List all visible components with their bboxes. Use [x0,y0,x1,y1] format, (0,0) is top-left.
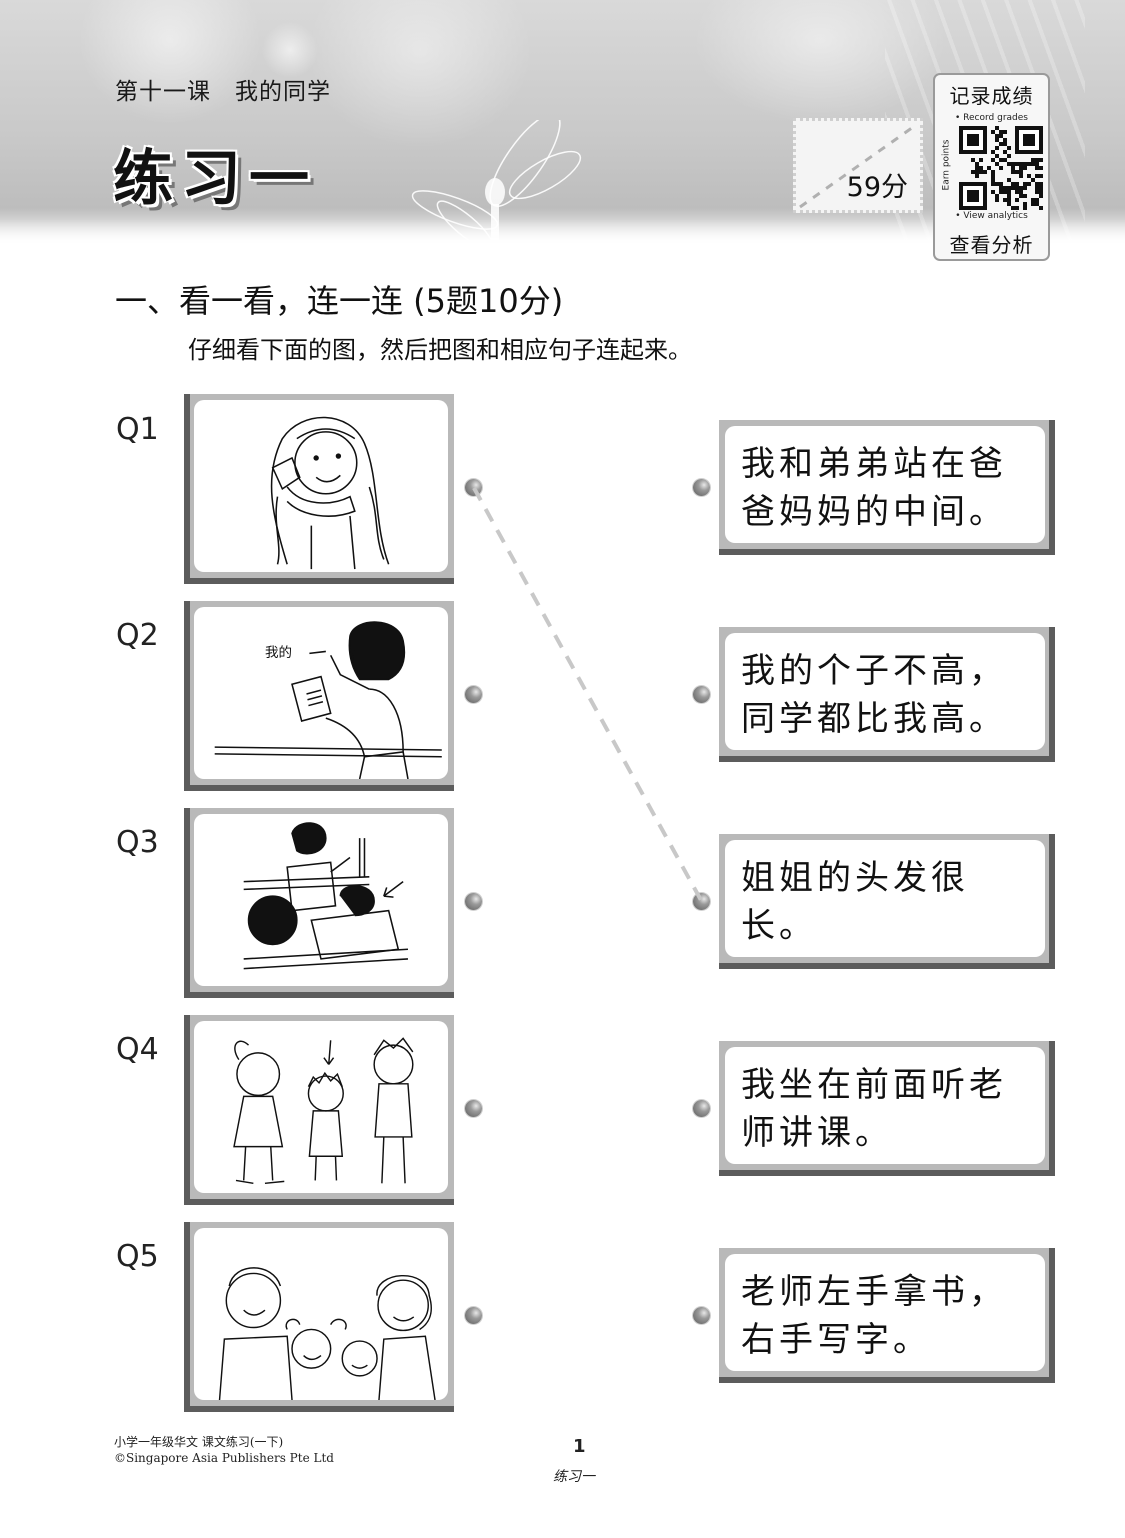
sentence-line: 师讲课。 [741,1113,893,1153]
sentence-connector-3[interactable] [693,893,710,910]
sentence-card-5: 老师左手拿书， 右手写字。 [719,1248,1055,1383]
sentence-connector-2[interactable] [693,686,710,703]
qr-record-label: 记录成绩 [949,84,1034,108]
sentence-line: 同学都比我高。 [741,699,1007,739]
family-illustration [218,1267,436,1400]
score-divider-line [799,123,917,209]
copyright: ©Singapore Asia Publishers Pte Ltd [114,1451,334,1465]
qr-view-analytics: • View analytics [955,211,1028,221]
question-label: Q5 [116,1239,159,1274]
question-label: Q1 [116,412,159,447]
sentence-connector-4[interactable] [693,1100,710,1117]
picture-connector-q5[interactable] [465,1307,482,1324]
picture-card-q1 [184,394,454,584]
sentence-line: 长。 [741,906,817,946]
score-stamp: 59分 [793,118,923,213]
qr-record-grades: • Record grades [955,113,1028,123]
sentence-line: 姐姐的头发很 [741,858,969,898]
picture-connector-q2[interactable] [465,686,482,703]
page-label: 练习一 [553,1469,595,1485]
section-instruction: 仔细看下面的图，然后把图和相应句子连起来。 [188,336,692,364]
sentence-connector-1[interactable] [693,479,710,496]
dashed-answer-line [472,487,704,903]
classroom-illustration [243,822,409,970]
sentence-card-1: 我和弟弟站在爸 爸妈妈的中间。 [719,420,1055,555]
sentence-line: 老师左手拿书， [741,1272,1007,1312]
svg-text:我的: 我的 [265,645,292,661]
score-value: 59分 [846,172,908,203]
footer-credits: 小学一年级华文 课文练习(一下) ©Singapore Asia Publish… [114,1434,334,1466]
picture-connector-q3[interactable] [465,893,482,910]
question-label: Q4 [116,1032,159,1067]
sentence-line: 爸妈妈的中间。 [741,492,1007,532]
picture-card-q3 [184,808,454,998]
picture-card-q4 [184,1015,454,1205]
qr-card[interactable]: 记录成绩 • Record grades Earn points • View … [933,73,1050,261]
sentence-card-3: 姐姐的头发很 长。 [719,834,1055,969]
picture-connector-q4[interactable] [465,1100,482,1117]
dragonfly-icon [411,120,582,240]
sentence-line: 我的个子不高， [741,651,1007,691]
qr-analysis-label: 查看分析 [949,233,1034,257]
teacher-writing-illustration: 我的 [214,621,442,779]
sentence-card-2: 我的个子不高， 同学都比我高。 [719,627,1055,762]
exercise-title: 练习一 [113,144,317,214]
lesson-label: 第十一课 我的同学 [115,79,331,105]
sentence-line: 我坐在前面听老 [741,1065,1007,1105]
page-number: 1 [573,1436,586,1457]
girl-brushing-hair-illustration [270,416,390,570]
sentence-line: 右手写字。 [741,1320,931,1360]
picture-connector-q1[interactable] [465,479,482,496]
sentence-line: 我和弟弟站在爸 [741,444,1007,484]
sentence-connector-5[interactable] [693,1307,710,1324]
picture-card-q2: 我的 [184,601,454,791]
picture-card-q5 [184,1222,454,1412]
qr-code-icon[interactable] [959,126,1043,210]
section-title: 一、看一看，连一连 (5题10分) [115,282,564,320]
question-label: Q3 [116,825,159,860]
sentence-card-4: 我坐在前面听老 师讲课。 [719,1041,1055,1176]
book-title: 小学一年级华文 课文练习(一下) [114,1435,284,1449]
qr-earn-points: Earn points [941,139,952,191]
three-classmates-illustration [233,1037,414,1185]
question-label: Q2 [116,618,159,653]
